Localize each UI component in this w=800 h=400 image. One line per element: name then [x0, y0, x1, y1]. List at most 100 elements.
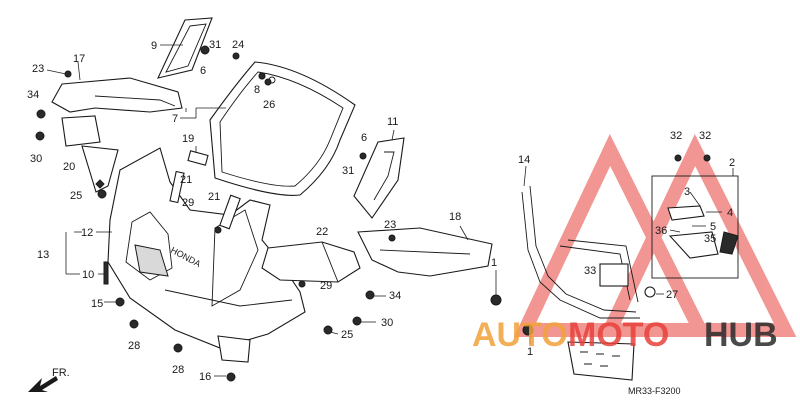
vent-slot-21: [169, 170, 185, 204]
callout-34b: 34: [389, 290, 401, 302]
callout-30b: 30: [381, 317, 393, 329]
vent-slot-21b: [219, 194, 241, 230]
side-panel-18: [357, 227, 493, 277]
callout-34: 34: [27, 89, 39, 101]
clip-16: [226, 372, 236, 382]
callout-16: 16: [199, 371, 211, 383]
callout-9: 9: [151, 40, 157, 52]
watermark-hub: HUB: [704, 316, 778, 354]
rod-10: [103, 261, 109, 285]
pad-20: [61, 115, 119, 193]
leader-lines: [46, 44, 734, 377]
callout-14: 14: [518, 154, 530, 166]
bolt-30b: [352, 316, 362, 326]
watermark-auto: AUTO: [472, 316, 568, 354]
clip-25: [97, 189, 107, 199]
callout-32: 32: [670, 130, 682, 142]
screw-24: [232, 52, 240, 60]
callout-2: 2: [729, 157, 735, 169]
front-label: FR.: [52, 367, 70, 379]
clip-29b: [298, 280, 306, 288]
callout-28: 28: [128, 340, 140, 352]
stay-frame-14: [521, 185, 640, 381]
callout-13: 13: [37, 249, 49, 261]
callout-1: 1: [491, 257, 497, 269]
callout-36: 36: [655, 225, 667, 237]
callout-18: 18: [449, 211, 461, 223]
bolt-34b: [365, 290, 375, 300]
clip-28b: [173, 343, 183, 353]
watermark-moto: MOTO: [568, 316, 669, 354]
front-arrow: FR.: [28, 367, 70, 392]
callout-4: 4: [727, 207, 733, 219]
bolt-25b: [323, 325, 333, 335]
callout-21b: 21: [208, 191, 220, 203]
screw-8: [258, 72, 266, 80]
callout-25: 25: [70, 190, 82, 202]
callout-6: 6: [200, 65, 206, 77]
windscreen: [209, 61, 356, 196]
callout-6b: 6: [361, 132, 367, 144]
screw-31b: [359, 152, 367, 160]
nut-27: [644, 286, 656, 298]
callout-7: 7: [172, 113, 178, 125]
clip-29: [214, 226, 222, 234]
inset-box-2: [651, 175, 739, 279]
grommet-1b: [522, 324, 534, 336]
callout-30: 30: [30, 153, 42, 165]
arrow-icon: [28, 376, 58, 392]
callout-28b: 28: [172, 364, 184, 376]
duct-22: [261, 241, 361, 283]
callout-8: 8: [254, 84, 260, 96]
callout-3: 3: [684, 186, 690, 198]
callout-25b: 25: [341, 329, 353, 341]
callout-24: 24: [232, 39, 244, 51]
callout-26: 26: [263, 99, 275, 111]
diagram-code: MR33-F3200: [628, 386, 681, 396]
callout-21: 21: [180, 174, 192, 186]
inner-panel-17: [51, 77, 183, 113]
callout-29b: 29: [320, 280, 332, 292]
stay-plate: [567, 341, 635, 381]
callouts: 9 17 23 34 30 20 25 31 6 24 8 26 7 19 21…: [27, 39, 735, 383]
callout-22: 22: [316, 226, 328, 238]
bolt-30: [35, 131, 45, 141]
screw-32b: [703, 154, 711, 162]
upper-cowl-12: HONDA: [107, 147, 306, 363]
grommet-1: [490, 294, 502, 306]
clip-15: [115, 297, 125, 307]
callout-10: 10: [82, 269, 94, 281]
watermark-triangle-right: [598, 133, 797, 337]
grommet-34: [36, 109, 46, 119]
callout-11: 11: [387, 116, 398, 128]
callout-31: 31: [209, 39, 221, 51]
callout-32b: 32: [699, 130, 711, 142]
seal-strip: [187, 150, 209, 166]
callout-23: 23: [32, 63, 44, 75]
screw-31: [200, 45, 210, 55]
callout-27: 27: [666, 289, 678, 301]
watermark-text: AUTO MOTO HUB: [472, 316, 778, 354]
callout-12: 12: [81, 227, 93, 239]
callout-1b: 1: [527, 346, 533, 358]
cover-9: [157, 17, 213, 79]
callout-19: 19: [182, 133, 194, 145]
callout-23b: 23: [384, 219, 396, 231]
watermark-logo: [513, 133, 797, 337]
stay-block: [599, 263, 629, 287]
callout-20: 20: [63, 161, 75, 173]
screw-32: [674, 154, 682, 162]
callout-33: 33: [584, 265, 596, 277]
callout-17: 17: [73, 53, 85, 65]
callout-5: 5: [710, 221, 716, 233]
callout-15: 15: [91, 298, 103, 310]
callout-35: 35: [704, 233, 716, 245]
callout-29: 29: [182, 197, 194, 209]
clip-28: [129, 319, 139, 329]
bracket-11: [353, 137, 405, 219]
callout-31b: 31: [342, 165, 354, 177]
screw-23b: [388, 234, 396, 242]
screw-26: [264, 78, 272, 86]
